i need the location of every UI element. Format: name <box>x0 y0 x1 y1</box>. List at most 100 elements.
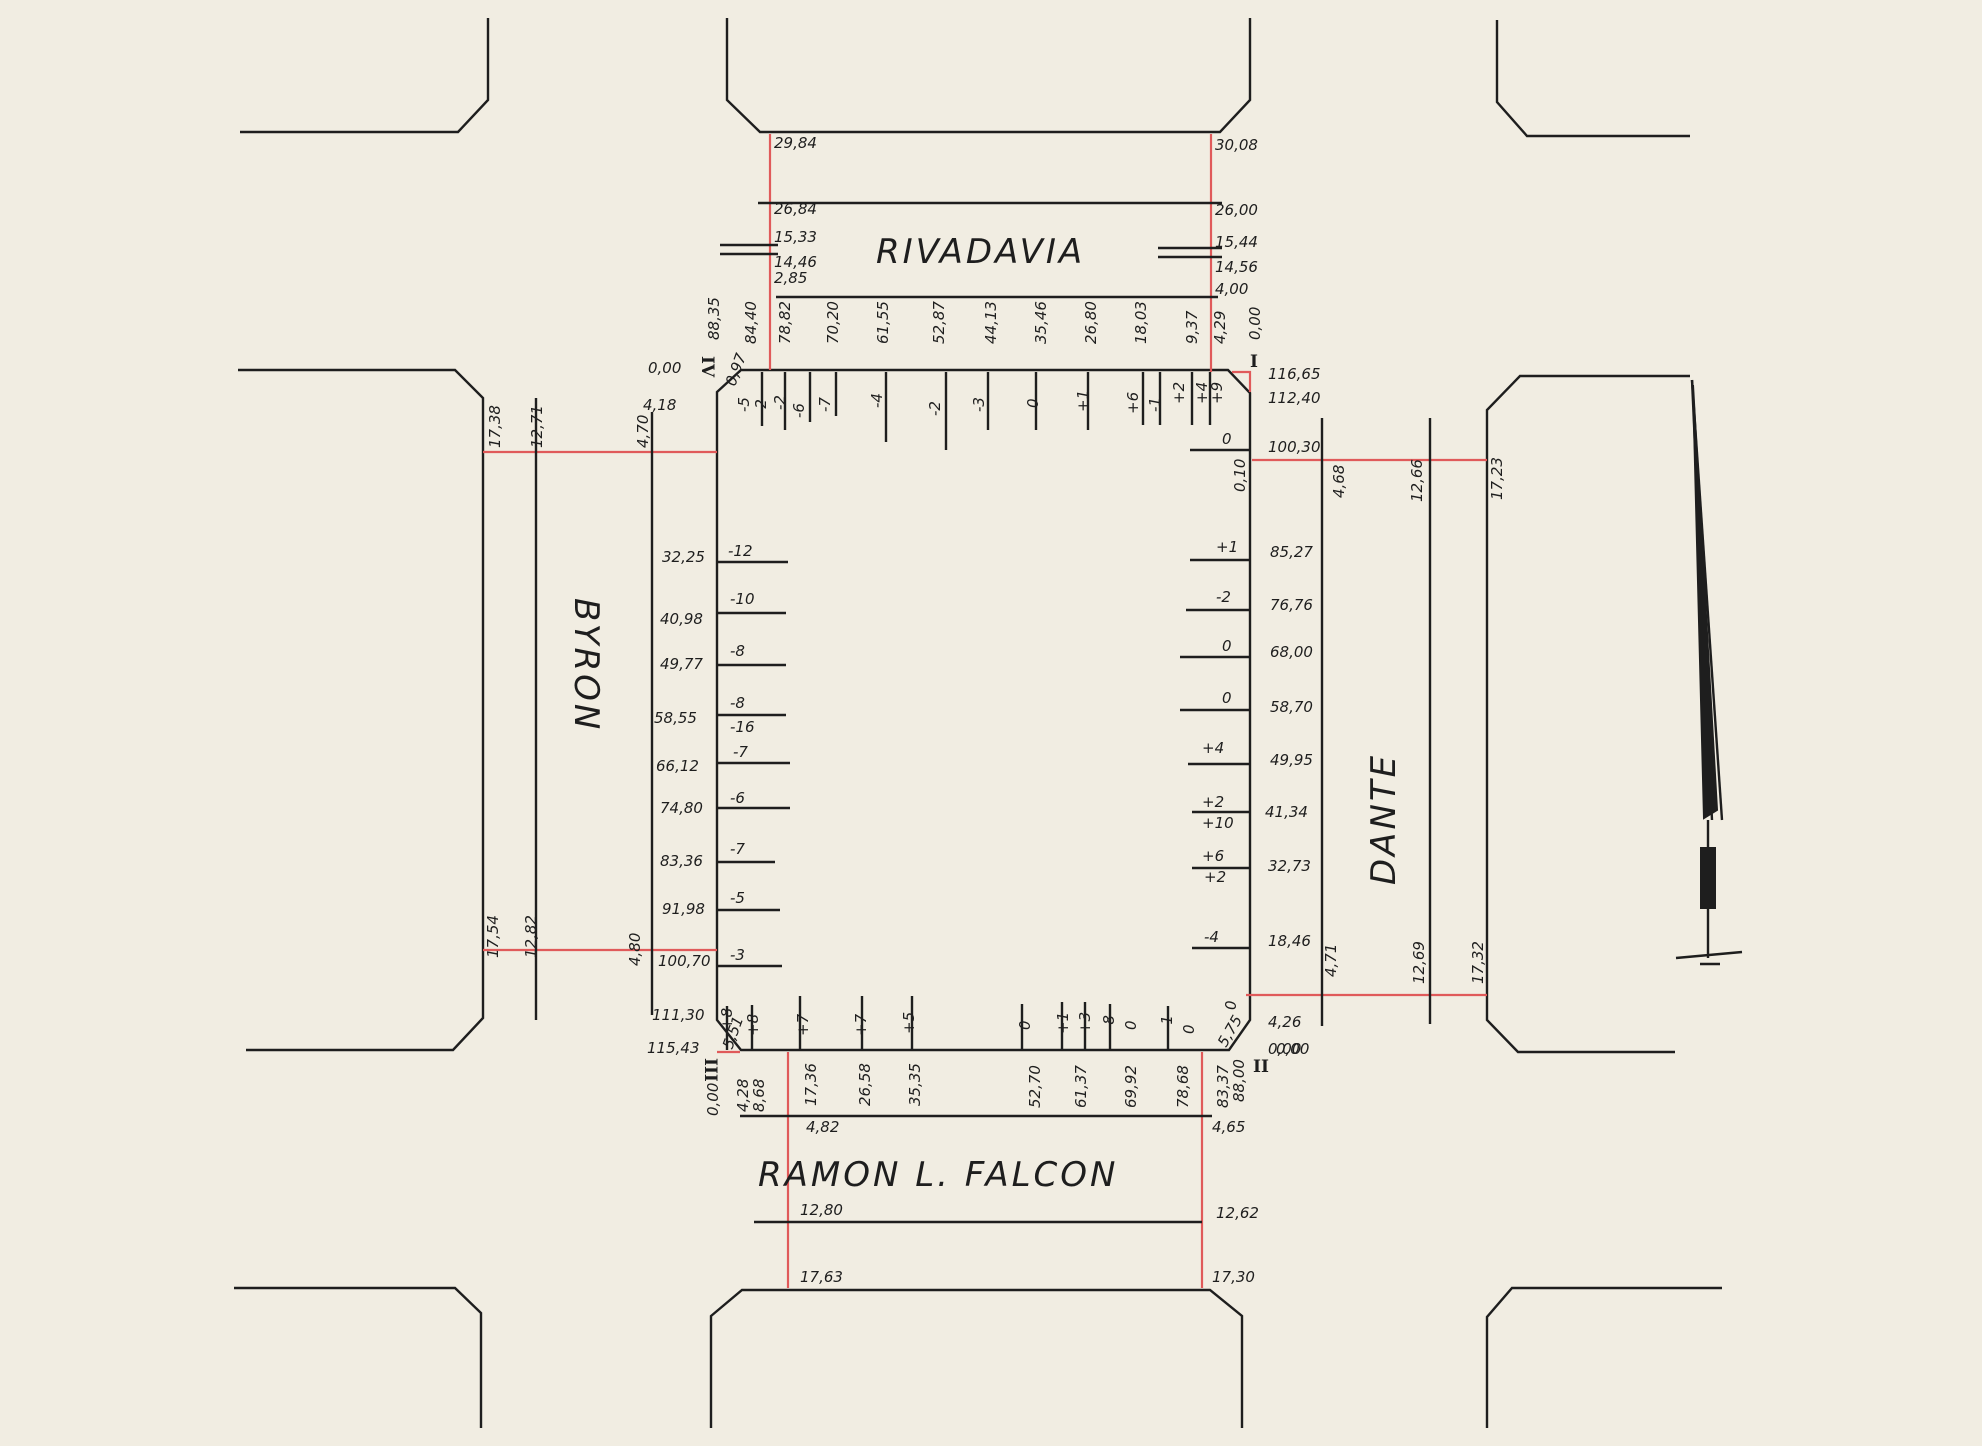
north-nw-zero: 0,00 <box>648 359 681 377</box>
east-dist-2: 100,30 <box>1268 438 1321 456</box>
riv-w-5: 2,85 <box>774 269 807 287</box>
east-dist-11: 4,26 <box>1268 1013 1301 1031</box>
north-level-3: -6 <box>790 403 808 418</box>
east-dist-0: 116,65 <box>1268 365 1321 383</box>
east-level-8: +6 <box>1202 847 1224 865</box>
north-level-14: +9 <box>1208 382 1226 404</box>
byron-n-2: 4,70 <box>634 415 652 448</box>
block-ne <box>1495 20 1690 138</box>
byron-s-2: 4,80 <box>626 933 644 966</box>
south-level-4: +5 <box>900 1012 918 1034</box>
east-level-2: -2 <box>1216 588 1231 606</box>
north-dist-11: 4,29 <box>1211 311 1229 344</box>
east-dist-4: 76,76 <box>1270 596 1313 614</box>
block-outlines <box>234 18 1722 1428</box>
block-e <box>1485 374 1690 1054</box>
south-level-0: +8 <box>718 1008 736 1030</box>
west-level-9: -3 <box>730 946 745 964</box>
riv-e-4: 14,56 <box>1215 258 1258 276</box>
byron-section: 17,38 12,71 4,70 4,18 17,54 12,82 4,80 <box>484 396 676 1020</box>
falcon-section: 4,82 12,80 17,63 4,65 12,62 17,30 <box>740 1114 1259 1286</box>
east-dist-5: 68,00 <box>1270 643 1313 661</box>
west-dist-6: 83,36 <box>660 852 703 870</box>
south-level-12: 0 <box>1222 1000 1240 1010</box>
corner-label-sw: III <box>700 1058 720 1082</box>
corner-label-se: II <box>1253 1057 1269 1077</box>
riv-e-1: 30,08 <box>1215 136 1258 154</box>
west-level-1: -10 <box>730 590 755 608</box>
east-dist-1: 112,40 <box>1268 389 1321 407</box>
byron-s-1: 12,82 <box>522 915 540 958</box>
south-level-1: +8 <box>744 1014 762 1036</box>
east-dist-10: 18,46 <box>1268 932 1311 950</box>
north-level-0: -5 <box>735 397 753 412</box>
dante-n-1: 12,66 <box>1408 459 1426 502</box>
east-dist-12: 0,00 <box>1276 1040 1309 1058</box>
east-level-7: +10 <box>1202 814 1234 832</box>
east-level-3: 0 <box>1222 637 1232 655</box>
east-level-4: 0 <box>1222 689 1232 707</box>
west-level-2: -8 <box>730 642 745 660</box>
west-dist-8: 100,70 <box>658 952 711 970</box>
west-level-8: -5 <box>730 889 745 907</box>
north-level-7: -3 <box>970 397 988 412</box>
dante-n-0: 4,68 <box>1330 465 1348 498</box>
south-dist-3: 17,36 <box>802 1063 820 1106</box>
block-se <box>1485 1286 1722 1428</box>
east-dist-7: 49,95 <box>1270 751 1313 769</box>
red-corner-ne <box>1232 370 1252 392</box>
north-dist-12: 0,00 <box>1246 307 1264 340</box>
south-level-10: -1 <box>1158 1015 1176 1030</box>
north-level-5: -4 <box>868 393 886 408</box>
south-se-zero: 0,00 <box>1268 1040 1301 1058</box>
east-dist-8: 41,34 <box>1265 803 1308 821</box>
north-level-1: -2 <box>752 399 770 414</box>
north-arrow-icon <box>1675 379 1743 966</box>
street-byron: BYRON <box>566 598 606 732</box>
riv-e-5: 4,00 <box>1215 280 1248 298</box>
south-dist-1: 4,28 <box>734 1079 752 1112</box>
south-level-6: +1 <box>1054 1012 1072 1034</box>
riv-w-1: 29,84 <box>774 134 817 152</box>
north-dist-6: 44,13 <box>982 301 1000 344</box>
dante-n-2: 17,23 <box>1488 457 1506 500</box>
south-level-8: -8 <box>1100 1015 1118 1030</box>
west-dist-7: 91,98 <box>662 900 705 918</box>
west-dist-4: 66,12 <box>656 757 699 775</box>
riv-w-4: 14,46 <box>774 253 817 271</box>
west-dist-9: 111,30 <box>652 1006 705 1024</box>
block-w <box>238 368 485 1052</box>
north-dist-1: 84,40 <box>742 301 760 344</box>
east-dist-3: 85,27 <box>1270 543 1313 561</box>
byron-n-1: 12,71 <box>528 405 546 448</box>
block-s <box>709 1288 1244 1428</box>
street-dante: DANTE <box>1364 753 1404 885</box>
north-level-12: +2 <box>1170 382 1188 404</box>
dante-section: 4,68 12,66 17,23 4,71 12,69 17,32 <box>1320 418 1506 1026</box>
south-dist-0: 0,00 <box>704 1083 722 1116</box>
south-dist-5: 35,35 <box>906 1063 924 1106</box>
north-dist-0: 88,35 <box>705 297 723 340</box>
west-dist-1: 40,98 <box>660 610 703 628</box>
dante-s-1: 12,69 <box>1410 941 1428 984</box>
byron-n-3: 4,18 <box>643 396 676 414</box>
west-dist-5: 74,80 <box>660 799 703 817</box>
north-level-13: +4 <box>1193 382 1211 404</box>
falcon-w-1: 12,80 <box>800 1201 843 1219</box>
north-dist-7: 35,46 <box>1032 301 1050 344</box>
west-dist-0: 32,25 <box>662 548 705 566</box>
riv-w-3: 15,33 <box>774 228 817 246</box>
section-lines <box>483 134 1487 1288</box>
north-level-6: -2 <box>926 401 944 416</box>
riv-w-2: 26,84 <box>774 200 817 218</box>
north-level-2: -2 <box>771 395 789 410</box>
byron-n-0: 17,38 <box>486 405 504 448</box>
west-level-7: -7 <box>730 840 745 858</box>
street-rivadavia: RIVADAVIA <box>876 232 1085 272</box>
east-level-0: 0 <box>1222 430 1232 448</box>
east-level-10: -4 <box>1204 928 1219 946</box>
falcon-e-0: 4,65 <box>1212 1118 1245 1136</box>
west-dist-10: 115,43 <box>647 1039 700 1057</box>
north-dist-2: 78,82 <box>776 301 794 344</box>
